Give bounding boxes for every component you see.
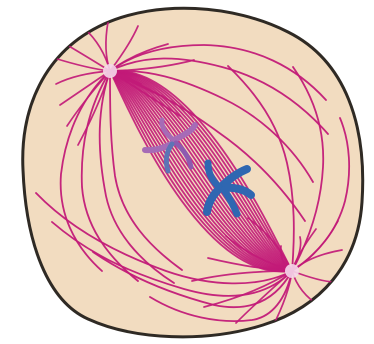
lower-pole	[285, 264, 299, 278]
upper-pole	[103, 64, 117, 78]
